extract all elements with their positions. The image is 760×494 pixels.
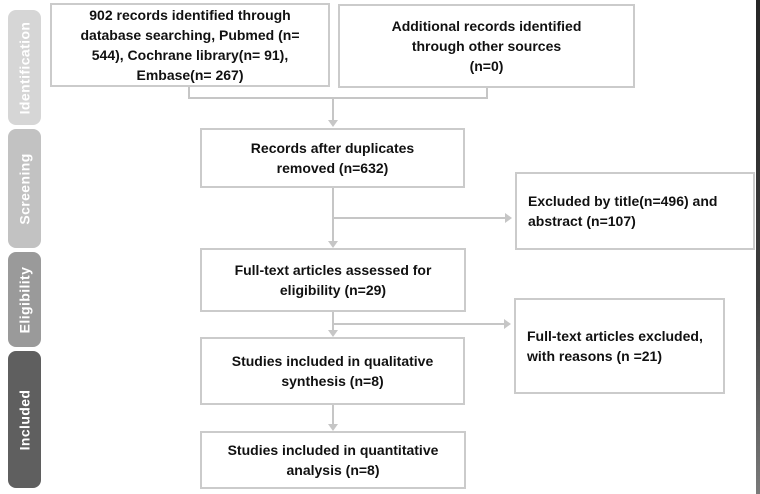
box-excluded-title-abstract: Excluded by title(n=496) and abstract (n… [515, 172, 755, 250]
box-fulltext-excluded: Full-text articles excluded, with reason… [514, 298, 725, 394]
connector-duplicates-to-fulltext [332, 188, 334, 241]
connector-database-down [188, 87, 190, 98]
arrowhead-to-qualitative [328, 330, 338, 337]
arrowhead-excluded-title [505, 213, 512, 223]
arrowhead-to-quantitative [328, 424, 338, 431]
stage-included-label: Included [16, 389, 33, 450]
connector-other-down [486, 88, 488, 98]
box-fulltext-assessed: Full-text articles assessed for eligibil… [200, 248, 466, 312]
connector-branch-fulltext-excluded [333, 323, 504, 325]
arrowhead-to-fulltext [328, 241, 338, 248]
arrowhead-to-duplicates [328, 120, 338, 127]
box-records-identified-other: Additional records identified through ot… [338, 4, 635, 88]
stage-screening: Screening [8, 129, 41, 248]
box-qualitative-synthesis: Studies included in qualitative synthesi… [200, 337, 465, 405]
connector-branch-excluded-title [333, 217, 505, 219]
arrowhead-fulltext-excluded [504, 319, 511, 329]
stage-identification: Identification [8, 10, 41, 125]
connector-qualitative-to-quantitative [332, 405, 334, 424]
box-quantitative-analysis: Studies included in quantitative analysi… [200, 431, 466, 489]
box-records-identified-database: 902 records identified through database … [50, 3, 330, 87]
stage-eligibility-label: Eligibility [16, 266, 33, 333]
right-edge-scan-bar [756, 0, 760, 494]
box-records-after-duplicates: Records after duplicates removed (n=632) [200, 128, 465, 188]
connector-merge-horizontal [188, 97, 488, 99]
stage-included: Included [8, 351, 41, 488]
stage-eligibility: Eligibility [8, 252, 41, 347]
stage-identification-label: Identification [16, 21, 33, 114]
connector-to-duplicates [332, 98, 334, 120]
stage-screening-label: Screening [16, 152, 33, 225]
connector-fulltext-to-qualitative [332, 312, 334, 330]
